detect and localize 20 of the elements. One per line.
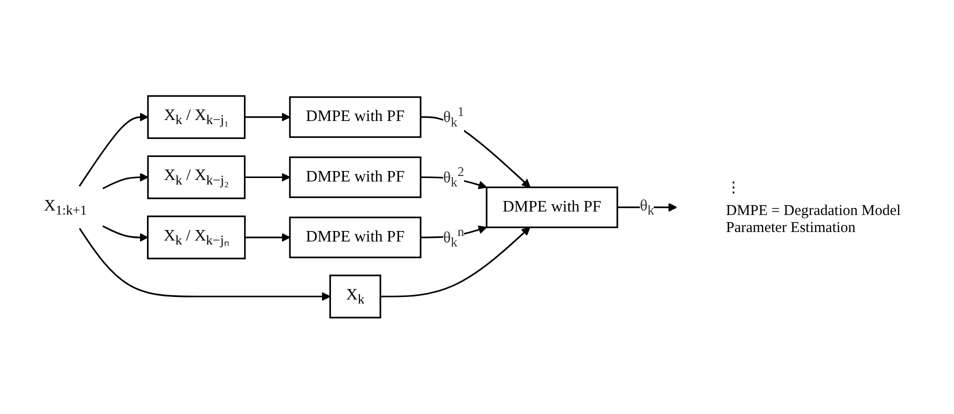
node-box: DMPE with PF — [288, 96, 422, 138]
node-box: DMPE with PF — [485, 186, 618, 228]
arrow — [78, 228, 330, 302]
node-box: X$_{k}$ / X$_{k−j₁}$ — [146, 95, 246, 140]
node-box: X$_{k}$ / X$_{k−jₙ}$ — [146, 216, 246, 260]
arrow — [244, 112, 290, 122]
arrow — [102, 173, 148, 190]
edge-label: θ$_{k}$ — [639, 197, 654, 218]
arrow — [244, 233, 290, 242]
node-box: DMPE with PF — [288, 216, 422, 258]
arrow — [244, 173, 290, 182]
node-text: X$_{1:k+1}$ — [44, 197, 86, 218]
note-text: ⋮ — [726, 178, 742, 196]
node-box: X$_{k}$ / X$_{k−j₂}$ — [146, 156, 246, 200]
arrow — [380, 227, 530, 298]
arrow — [78, 112, 148, 187]
node-box: X$_{k}$ — [329, 274, 381, 319]
node-box: DMPE with PF — [288, 156, 422, 198]
arrow — [102, 226, 148, 242]
note-text: DMPE = Degradation Model Parameter Estimation — [726, 202, 902, 236]
